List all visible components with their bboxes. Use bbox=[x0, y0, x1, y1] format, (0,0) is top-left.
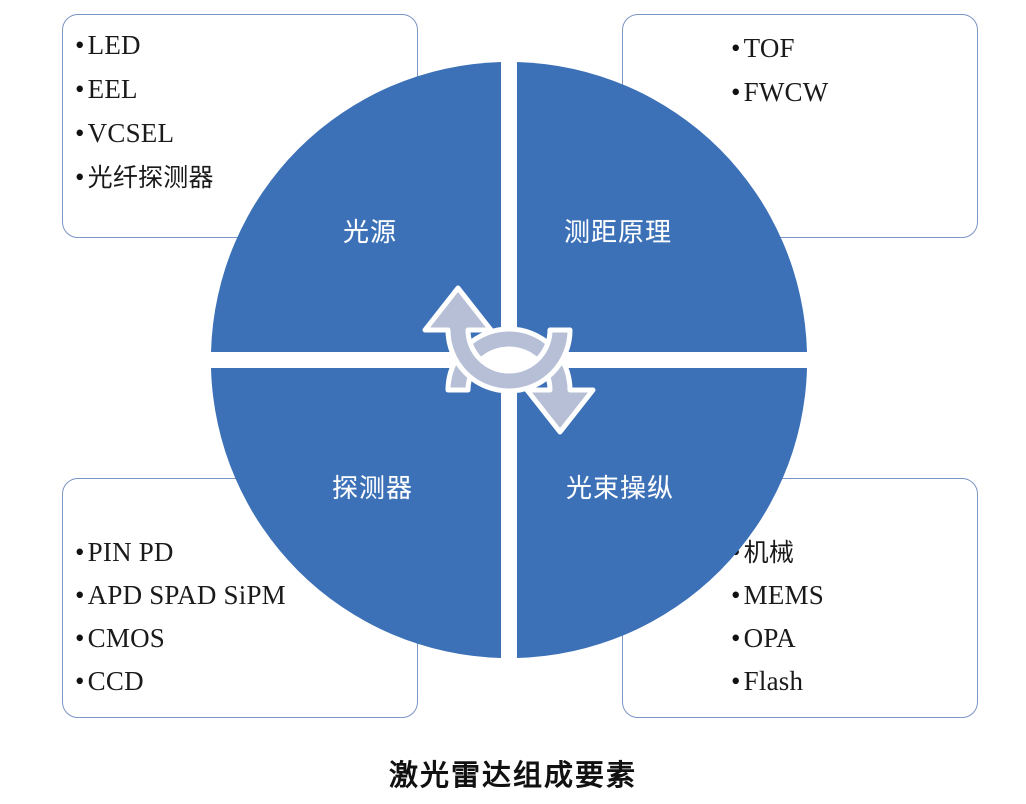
list-item: •EEL bbox=[75, 76, 417, 103]
list-item: •光纤探测器 bbox=[75, 164, 417, 191]
list-item-label: VCSEL bbox=[87, 118, 175, 148]
quadrant-label-detector: 探测器 bbox=[332, 474, 414, 504]
list-item: •Flash bbox=[731, 668, 977, 695]
list-item-label: EEL bbox=[87, 74, 138, 104]
list-item: •TOF bbox=[731, 35, 977, 62]
bullet-dot-icon: • bbox=[75, 623, 85, 653]
list-item-label: CMOS bbox=[87, 623, 165, 653]
list-item-label: LED bbox=[87, 30, 141, 60]
bullet-dot-icon: • bbox=[731, 580, 741, 610]
bullet-dot-icon: • bbox=[75, 666, 85, 696]
quadrant-label-beam-steering: 光束操纵 bbox=[566, 474, 675, 504]
list-item: •MEMS bbox=[731, 582, 977, 609]
cycle-arrow-bottom-icon bbox=[422, 285, 573, 394]
list-item-label: Flash bbox=[743, 666, 804, 696]
bullet-dot-icon: • bbox=[731, 77, 741, 107]
bullet-dot-icon: • bbox=[731, 33, 741, 63]
list-item: •VCSEL bbox=[75, 120, 417, 147]
bullet-list-ranging-principle: •TOF •FWCW bbox=[731, 35, 977, 106]
bullet-dot-icon: • bbox=[731, 623, 741, 653]
bullet-dot-icon: • bbox=[75, 537, 85, 567]
bullet-list-detector: •PIN PD •APD SPAD SiPM •CMOS •CCD bbox=[75, 539, 417, 695]
pie-quadrant-beam-steering[interactable] bbox=[517, 368, 807, 658]
list-item: •FWCW bbox=[731, 79, 977, 106]
list-item: •LED bbox=[75, 32, 417, 59]
list-item-label: MEMS bbox=[743, 580, 824, 610]
quadrant-label-light-source: 光源 bbox=[343, 218, 398, 248]
list-item-label: OPA bbox=[743, 623, 796, 653]
pie-quadrant-light-source[interactable] bbox=[211, 62, 501, 352]
bullet-dot-icon: • bbox=[75, 30, 85, 60]
quadrant-label-ranging-principle: 测距原理 bbox=[564, 218, 673, 248]
figure-caption: 激光雷达组成要素 bbox=[388, 758, 637, 792]
bullet-list-light-source: •LED •EEL •VCSEL •光纤探测器 bbox=[75, 32, 417, 191]
bullet-dot-icon: • bbox=[731, 666, 741, 696]
bullet-dot-icon: • bbox=[75, 118, 85, 148]
list-item: •OPA bbox=[731, 625, 977, 652]
list-item-label: APD SPAD SiPM bbox=[87, 580, 286, 610]
list-item: •PIN PD bbox=[75, 539, 417, 566]
quadrant-pie-chart bbox=[209, 60, 809, 660]
list-item-label: FWCW bbox=[743, 77, 829, 107]
list-item-label: 机械 bbox=[743, 538, 795, 567]
bullet-dot-icon: • bbox=[75, 74, 85, 104]
bullet-list-beam-steering: •机械 •MEMS •OPA •Flash bbox=[731, 539, 977, 695]
pie-quadrant-ranging-principle[interactable] bbox=[517, 62, 807, 352]
list-item-label: PIN PD bbox=[87, 537, 174, 567]
bullet-dot-icon: • bbox=[75, 580, 85, 610]
list-item: •CMOS bbox=[75, 625, 417, 652]
pie-svg bbox=[211, 62, 807, 658]
bullet-dot-icon: • bbox=[75, 162, 85, 192]
pie-quadrant-detector[interactable] bbox=[211, 368, 501, 658]
list-item-label: 光纤探测器 bbox=[87, 163, 214, 192]
list-item-label: CCD bbox=[87, 666, 144, 696]
list-item-label: TOF bbox=[743, 33, 795, 63]
list-item: •CCD bbox=[75, 668, 417, 695]
list-item: •APD SPAD SiPM bbox=[75, 582, 417, 609]
